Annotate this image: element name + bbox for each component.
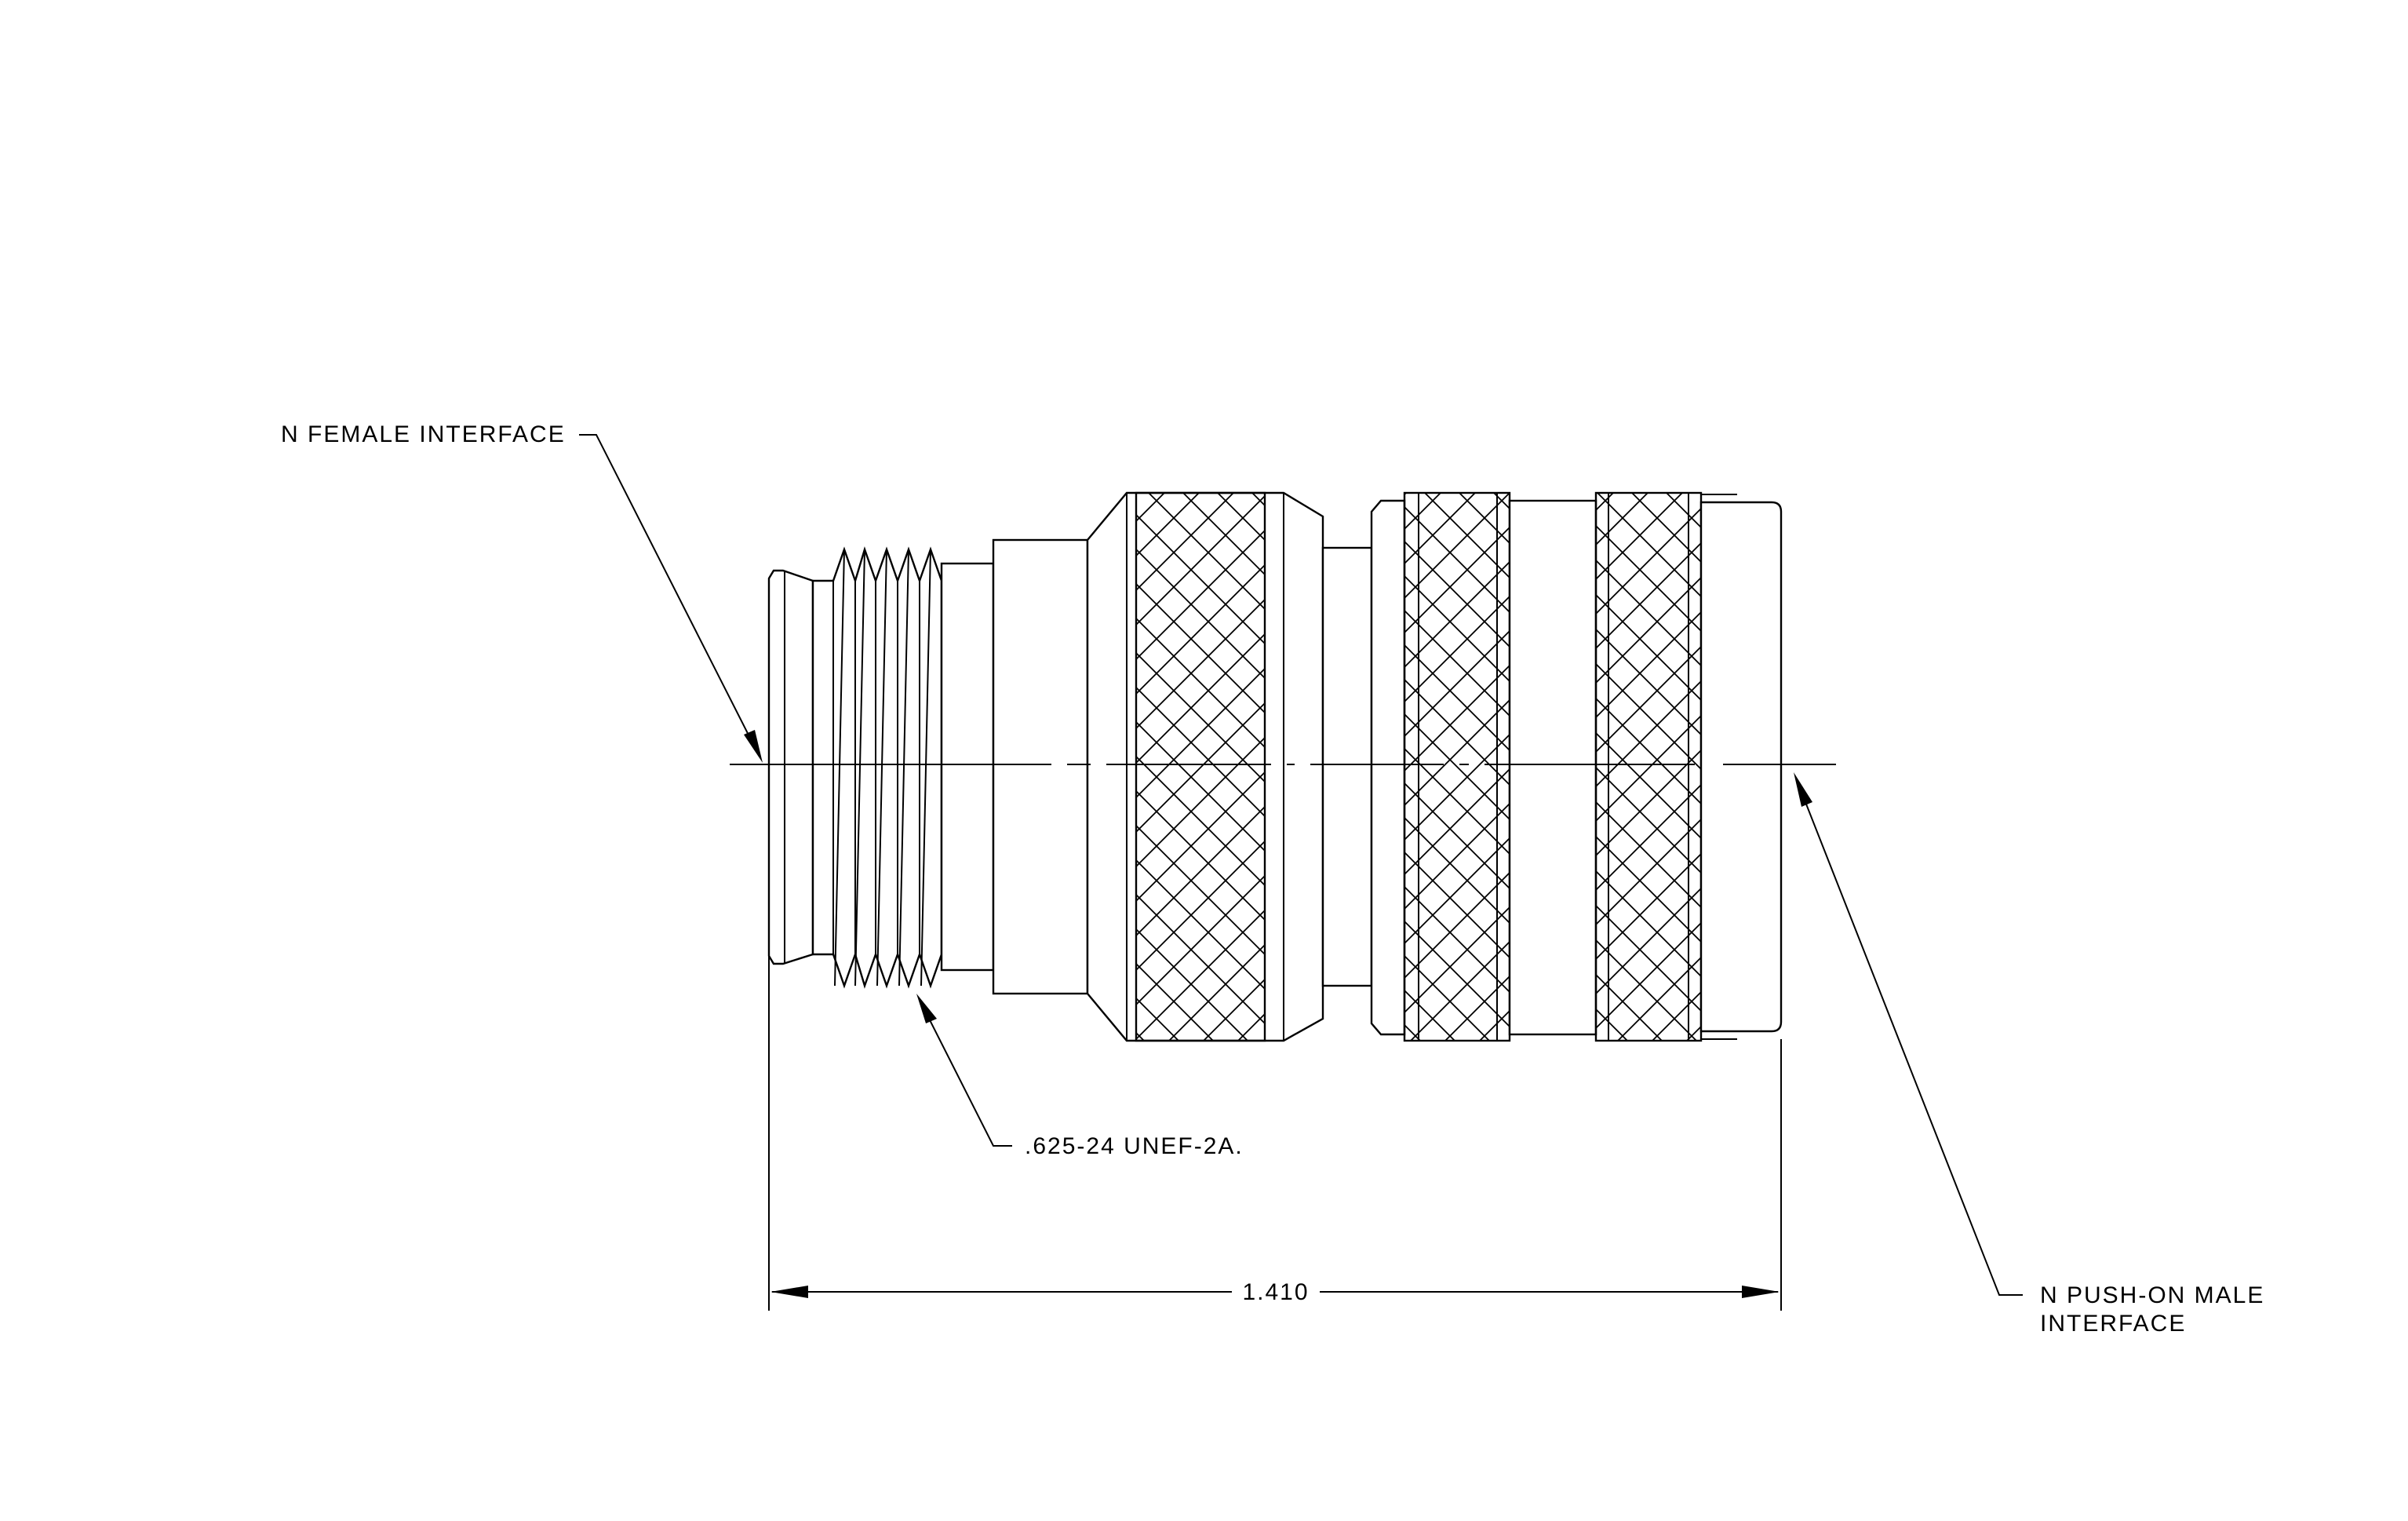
female-interface-label: N FEMALE INTERFACE bbox=[281, 421, 566, 447]
body-section bbox=[992, 538, 1089, 995]
sleeve-mid bbox=[1508, 499, 1597, 1036]
male-interface-label-line1: N PUSH-ON MALE bbox=[2040, 1282, 2264, 1308]
female-interface-callout: N FEMALE INTERFACE bbox=[281, 421, 763, 763]
shoulder-ring bbox=[940, 562, 995, 972]
overall-dimension: 1.410 bbox=[770, 1279, 1780, 1305]
sleeve-end bbox=[1699, 501, 1783, 1033]
first-knurl-band bbox=[1135, 491, 1266, 1042]
thread-spec-callout: .625-24 UNEF-2A. bbox=[916, 994, 1244, 1159]
neck bbox=[1321, 546, 1373, 987]
second-knurl-band bbox=[1403, 491, 1511, 1042]
overall-length-label: 1.410 bbox=[1242, 1279, 1309, 1305]
front-nose bbox=[767, 569, 814, 965]
thread-spec-label: .625-24 UNEF-2A. bbox=[1025, 1133, 1244, 1159]
third-knurl-band bbox=[1594, 491, 1703, 1042]
threaded-section bbox=[811, 546, 943, 989]
male-interface-callout: N PUSH-ON MALE INTERFACE bbox=[1794, 772, 2264, 1337]
sleeve-lip bbox=[1370, 499, 1406, 1036]
male-interface-label-line2: INTERFACE bbox=[2040, 1311, 2186, 1337]
